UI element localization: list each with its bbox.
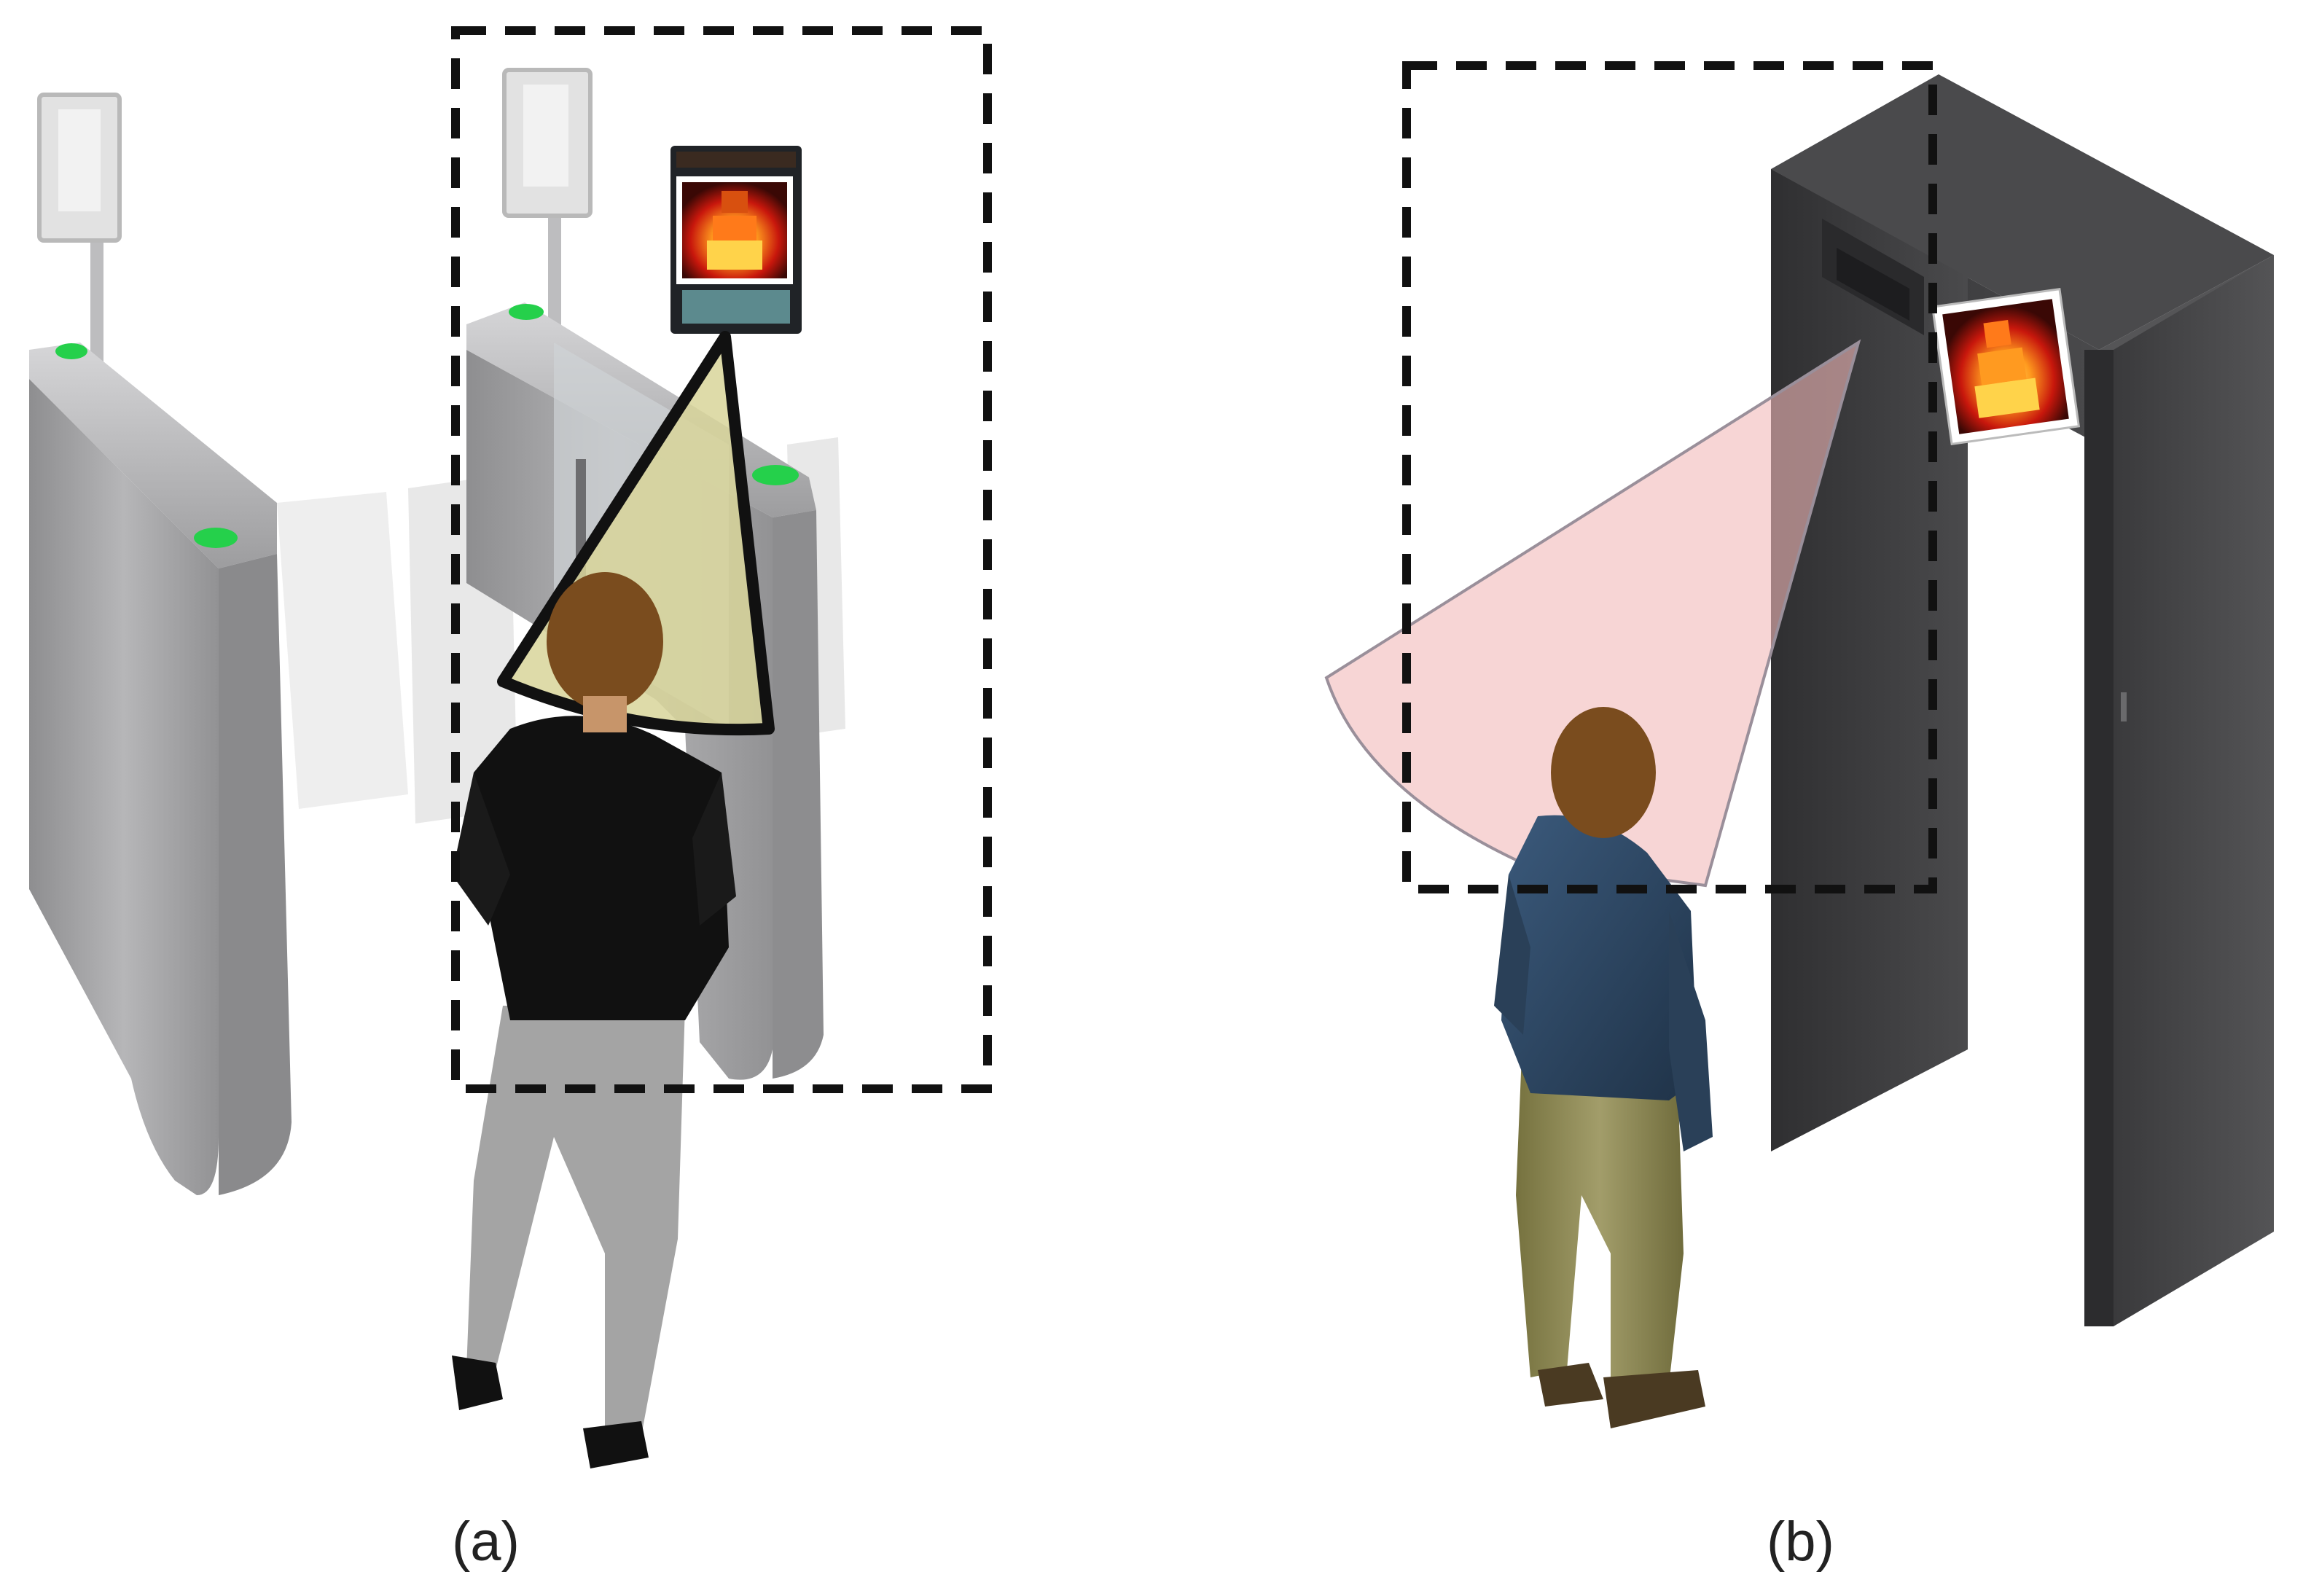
person-b-head (1551, 707, 1656, 838)
cabinet-left-body (29, 379, 219, 1195)
caption-a: (a) (452, 1511, 520, 1573)
caption-b: (b) (1767, 1511, 1834, 1573)
panel-a (29, 26, 992, 1468)
cabinet-left-top (29, 343, 277, 568)
gate-right-pillar-front (2084, 350, 2114, 1326)
indicator-right-front (752, 465, 799, 485)
field-of-view-cone-b (1324, 339, 1861, 888)
glass-flap-left (277, 492, 408, 809)
walkthrough-gate (1771, 74, 2274, 1326)
person-b-jacket (1501, 815, 1698, 1100)
person-a-pants (466, 1006, 685, 1439)
person-a (452, 572, 736, 1468)
turnstile-left (29, 93, 292, 1195)
gate-top (1771, 74, 2274, 350)
gate-right-pillar (2114, 255, 2274, 1326)
dashed-region-a (451, 26, 992, 1093)
indicator-left-rear (55, 343, 87, 359)
dashed-region-b (1402, 61, 1937, 893)
person-a-head (547, 572, 663, 711)
indicator-left-front (194, 528, 238, 548)
thermal-sensor-b (1931, 287, 2081, 446)
indicator-right-rear (509, 304, 544, 320)
person-a-shirt (474, 716, 729, 1020)
card-reader-post-right (548, 197, 561, 357)
person-b-pants (1516, 1020, 1684, 1399)
thermal-sensor-a (670, 146, 802, 334)
person-b (1494, 707, 1713, 1428)
panel-b (1324, 61, 2274, 1428)
